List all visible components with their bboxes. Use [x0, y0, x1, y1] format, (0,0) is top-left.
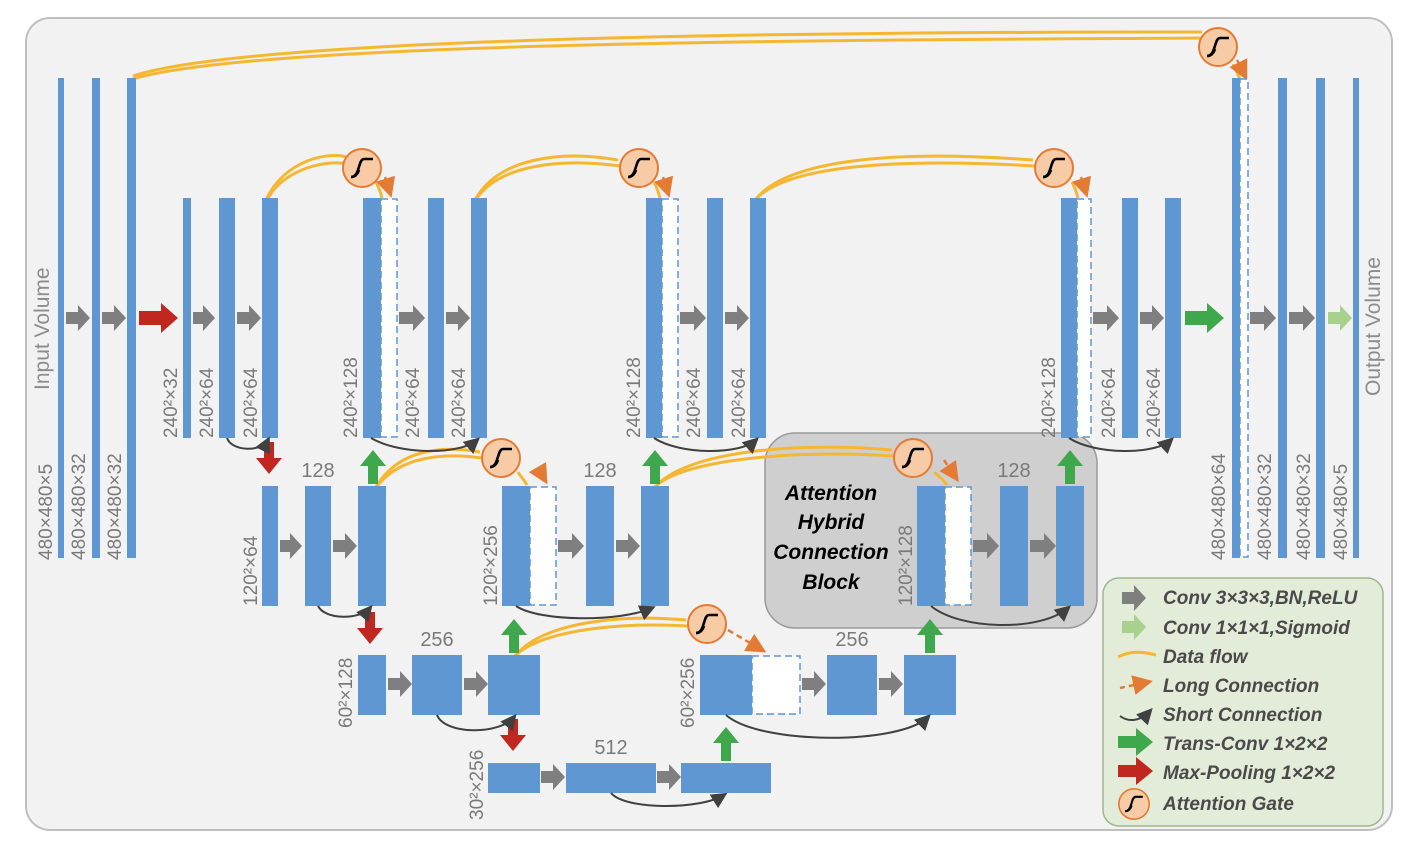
dim-label: 480×480×64	[1209, 453, 1230, 560]
sigmoid-gate-icon	[1118, 788, 1150, 820]
dim-label: 480×480×32	[1294, 453, 1315, 560]
block-d2-concat	[646, 198, 662, 438]
dim-label: 120²×256	[481, 525, 502, 606]
block-out-concat	[1232, 78, 1240, 558]
dim-label: 480×480×32	[69, 453, 90, 560]
level1-blocks	[58, 78, 1359, 558]
legend-label: Short Connection	[1163, 705, 1322, 726]
red-arrow-icon	[1118, 757, 1153, 785]
hybrid-title-line: Connection	[773, 541, 889, 564]
hybrid-title-line: Hybrid	[798, 511, 866, 534]
level2-dashed-blocks	[529, 486, 972, 606]
channel-label: 512	[594, 737, 627, 759]
sigmoid-gate-icon	[893, 438, 933, 478]
channel-label: 256	[420, 629, 453, 651]
block-d3-64-b	[1165, 198, 1181, 438]
dim-label: 240²×64	[1099, 367, 1120, 438]
dim-label: 480×480×32	[1255, 453, 1276, 560]
sigmoid-gate-icon	[687, 604, 727, 644]
level4-blocks	[488, 763, 771, 793]
level1-dashed-blocks	[380, 78, 1249, 558]
level3-dashed-block	[751, 655, 801, 715]
channel-label: 128	[583, 460, 616, 482]
sigmoid-gate-icon	[1198, 27, 1238, 67]
legend-label: Long Connection	[1163, 676, 1319, 697]
dim-label: 480×480×5	[36, 464, 57, 560]
dim-label: 60²×256	[678, 658, 699, 728]
dim-label: 240²×32	[161, 368, 182, 438]
short-connection-lines	[226, 436, 1174, 809]
block-l1-64-b	[262, 198, 278, 438]
block-out-480x32-b	[1316, 78, 1325, 558]
sigmoid-gate-icon	[619, 148, 659, 188]
level2-blocks	[262, 486, 1084, 606]
level3-blocks	[358, 655, 956, 715]
dim-label: 30²×256	[467, 750, 488, 820]
long-connection-lines	[375, 58, 1248, 653]
dim-label: 240²×64	[684, 367, 705, 438]
block-d1-64-b	[471, 198, 487, 438]
channel-label: 128	[997, 460, 1030, 482]
dim-label: 60²×128	[336, 658, 357, 728]
sigmoid-conv-arrow	[1328, 305, 1352, 331]
block-d2-64-a	[707, 198, 723, 438]
hybrid-title-line: Attention	[784, 482, 877, 505]
legend-label: Attention Gate	[1162, 794, 1294, 815]
dim-label: 240²×64	[729, 367, 750, 438]
transconv-arrows	[360, 303, 1224, 761]
conv-arrows	[66, 305, 1315, 790]
dim-label: 120²×128	[896, 525, 917, 606]
block-in-480x5	[58, 78, 64, 558]
sigmoid-gate-icon	[342, 148, 382, 188]
channel-label: 256	[835, 629, 868, 651]
curved-black-arrow-icon	[1119, 708, 1153, 726]
dim-label: 240²×64	[449, 367, 470, 438]
block-d3-concat	[1061, 198, 1077, 438]
legend-label: Data flow	[1163, 647, 1249, 668]
green-arrow-icon	[1118, 728, 1153, 756]
dim-label: 240²×64	[1144, 367, 1165, 438]
legend-label: Conv 3×3×3,BN,ReLU	[1163, 588, 1359, 609]
dim-label: 240²×128	[1039, 357, 1060, 438]
dim-label: 240²×128	[624, 357, 645, 438]
dim-label: 120²×64	[241, 535, 262, 606]
block-l1-32	[183, 198, 191, 438]
dashed-orange-arrow-icon	[1119, 675, 1153, 695]
output-volume-label: Output Volume	[1362, 257, 1385, 396]
legend: Conv 3×3×3,BN,ReLU Conv 1×1×1,Sigmoid Da…	[1102, 577, 1384, 827]
input-volume-label: Input Volume	[31, 267, 54, 390]
sigmoid-gate-icon	[481, 438, 521, 478]
dim-label: 240²×64	[241, 367, 262, 438]
sigmoid-gate-icon	[1034, 148, 1074, 188]
dim-label: 480×480×5	[1331, 464, 1352, 560]
block-in-480x32-b	[127, 78, 136, 558]
dim-label: 480×480×32	[105, 453, 126, 560]
legend-label: Conv 1×1×1,Sigmoid	[1163, 618, 1350, 639]
light-green-arrow-icon	[1122, 614, 1146, 640]
gray-arrow-icon	[1122, 585, 1146, 611]
legend-label: Max-Pooling 1×2×2	[1163, 763, 1336, 784]
block-out-480x32-a	[1278, 78, 1287, 558]
channel-label: 128	[301, 460, 334, 482]
legend-box	[1102, 577, 1384, 827]
block-d1-concat	[363, 198, 381, 438]
block-d2-64-b	[750, 198, 766, 438]
hybrid-title-line: Block	[802, 571, 861, 594]
maxpool-arrows	[139, 303, 526, 751]
legend-label: Trans-Conv 1×2×2	[1163, 734, 1328, 755]
block-l1-64-a	[219, 198, 235, 438]
block-in-480x32-a	[92, 78, 100, 558]
orange-line-icon	[1117, 650, 1157, 659]
block-out-480x5	[1353, 78, 1359, 558]
dim-label: 240²×64	[197, 367, 218, 438]
block-d3-64-a	[1122, 198, 1138, 438]
dim-label: 240²×64	[403, 367, 424, 438]
dim-label: 240²×128	[341, 357, 362, 438]
block-d1-64-a	[428, 198, 444, 438]
